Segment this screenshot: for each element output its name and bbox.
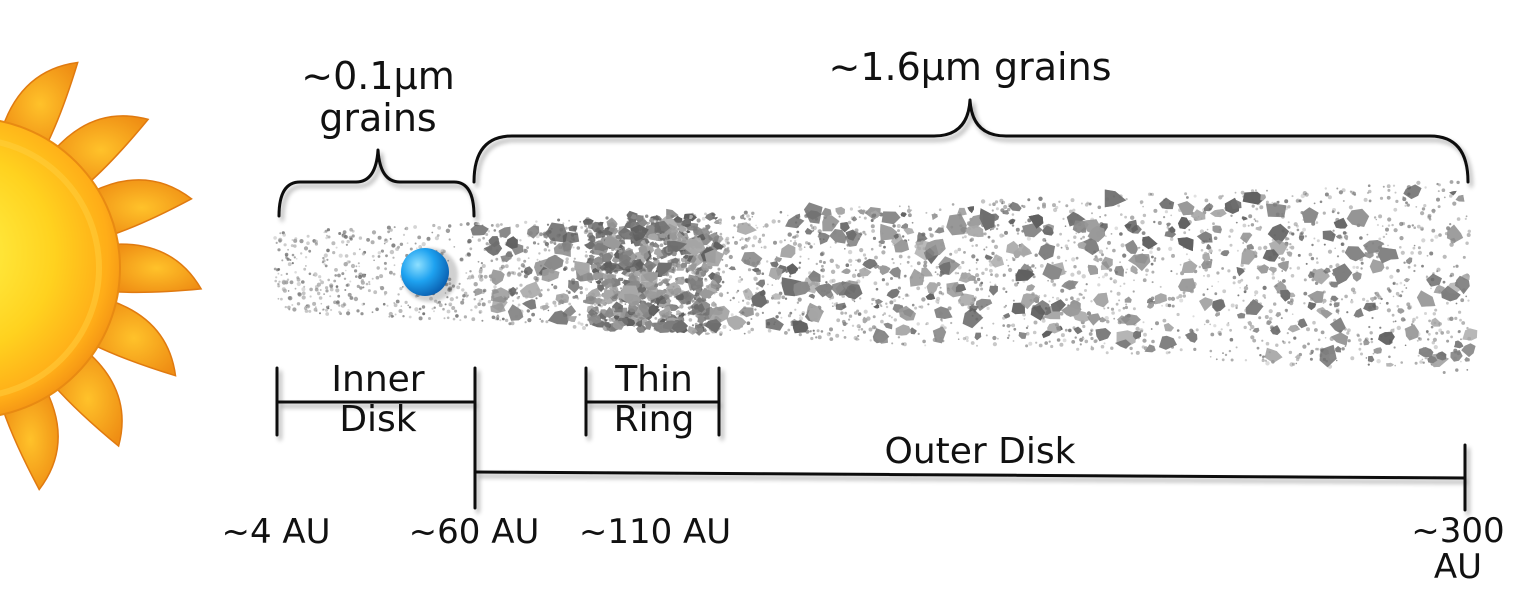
au-300-label-line2: AU — [1433, 546, 1483, 587]
coarse-grains-label: ~1.6μm grains — [828, 45, 1112, 89]
inner-disk-label: Inner Disk — [298, 360, 458, 439]
au-110-label: ~110 AU — [578, 512, 732, 552]
planet-icon — [401, 248, 458, 302]
outer-disk-extent — [473, 366, 1467, 512]
thin-ring-label-line1: Thin — [615, 359, 693, 400]
thin-ring-extent — [584, 366, 721, 437]
fine-grains-brace — [277, 148, 476, 218]
au-60-label: ~60 AU — [408, 512, 540, 552]
coarse-grains-brace — [472, 98, 1470, 184]
debris-disk — [273, 180, 1478, 374]
fine-grains-label-line1: ~0.1μm — [301, 54, 455, 98]
outer-disk-label: Outer Disk — [884, 431, 1076, 472]
inner-disk-label-line2: Disk — [339, 398, 417, 440]
thin-ring-label-line2: Ring — [613, 398, 695, 440]
fine-grains-label-line2: grains — [319, 95, 437, 140]
thin-ring-label: Thin Ring — [590, 360, 718, 439]
au-300-label-line1: ~300 — [1411, 511, 1505, 551]
sun-icon — [0, 61, 203, 491]
au-300-label: ~300 AU — [1393, 511, 1523, 587]
inner-disk-label-line1: Inner — [331, 359, 425, 400]
inner-disk-extent — [275, 366, 477, 437]
fine-grains-label: ~0.1μm grains — [290, 54, 466, 140]
au-4-label: ~4 AU — [221, 512, 331, 552]
